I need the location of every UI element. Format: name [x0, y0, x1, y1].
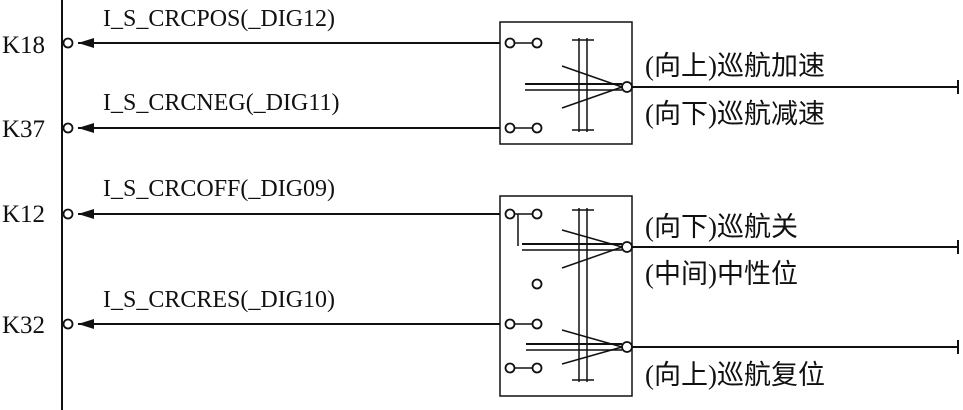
- signal-label-crcoff: I_S_CRCOFF(_DIG09): [103, 176, 335, 202]
- pin-label-k32: K32: [2, 312, 45, 339]
- signal-wire-k32: [62, 318, 500, 330]
- pin-label-k12: K12: [2, 201, 45, 228]
- position-label-neutral: (中间)中性位: [645, 259, 798, 289]
- output-line-middle: [632, 240, 959, 254]
- position-label-accelerate: (向上)巡航加速: [645, 51, 825, 81]
- signal-wire-k18: [62, 37, 500, 49]
- pin-label-k18: K18: [2, 32, 45, 59]
- signal-wire-k37: [62, 122, 500, 134]
- lower-switch-box: [499, 195, 633, 397]
- position-label-decelerate: (向下)巡航减速: [645, 99, 825, 129]
- position-label-cruise-off: (向下)巡航关: [645, 212, 798, 242]
- signal-label-crcpos: I_S_CRCPOS(_DIG12): [103, 6, 335, 32]
- position-label-resume: (向上)巡航复位: [645, 360, 825, 390]
- output-line-upper: [632, 80, 959, 94]
- signal-label-crcres: I_S_CRCRES(_DIG10): [103, 287, 335, 313]
- signal-label-crcneg: I_S_CRCNEG(_DIG11): [103, 90, 339, 116]
- output-line-lower: [632, 340, 959, 354]
- upper-switch-box: [499, 21, 633, 145]
- pin-label-k37: K37: [2, 116, 45, 143]
- signal-wire-k12: [62, 208, 500, 220]
